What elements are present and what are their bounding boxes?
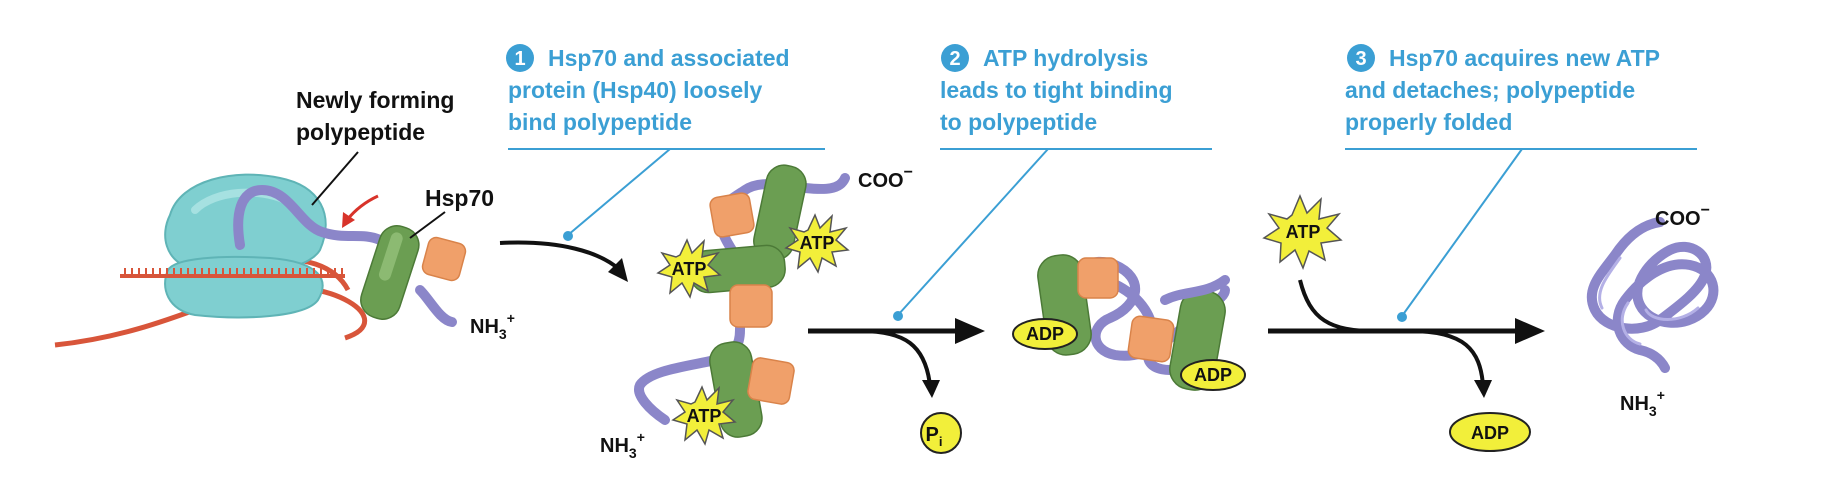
adp-ellipse-2-shape — [1180, 359, 1246, 391]
step-2-line-1: ATP hydrolysis — [983, 45, 1148, 71]
hsp70-initial: Hsp70 NH3+ — [360, 185, 515, 342]
step-1-line-1: Hsp70 and associated — [548, 45, 790, 71]
step-3-badge — [1347, 44, 1375, 72]
newly-forming-label-2: polypeptide — [296, 119, 425, 145]
arrow-3-head — [1515, 318, 1545, 344]
arrow-3-adp-head — [1474, 380, 1492, 398]
folded-chain — [1586, 217, 1719, 373]
step-2-line-2: leads to tight binding — [940, 77, 1173, 103]
arrow-2-branch-head — [922, 380, 940, 398]
step-1-line-3: bind polypeptide — [508, 109, 692, 135]
hsp40-step2-right — [1127, 315, 1175, 363]
arrow-2-head — [955, 318, 985, 344]
step-2-pointer — [897, 148, 1049, 316]
red-arrow-head — [342, 212, 355, 228]
adp-released-shape — [1449, 412, 1531, 452]
nascent-chain — [233, 185, 385, 250]
nh3-label-3: NH3+ — [1620, 387, 1665, 419]
adp-released: ADP — [1449, 412, 1531, 452]
red-arrow-shaft — [345, 194, 379, 221]
nascent-chain-tail — [415, 285, 457, 327]
atp-star-new: ATP — [1262, 194, 1343, 271]
step-2-badge — [941, 44, 969, 72]
nh3-label-2: NH3+ — [600, 429, 645, 461]
hsp40-step1-top — [709, 192, 755, 238]
hsp70-label: Hsp70 — [425, 185, 494, 211]
arrow-1-shaft — [499, 240, 622, 272]
step-2-line-3: to polypeptide — [940, 109, 1097, 135]
nh3-label-1: NH3+ — [470, 310, 515, 342]
pi-product: Pi — [920, 412, 962, 454]
step-1-header: 1 Hsp70 and associated protein (Hsp40) l… — [506, 44, 825, 241]
step-3-number: 3 — [1355, 48, 1366, 70]
adp-ellipse-1-shape — [1012, 318, 1078, 350]
pi-circle — [920, 412, 962, 454]
atp-label-1: ATP — [800, 233, 835, 253]
step-1-badge — [506, 44, 534, 72]
arrow-step-1 — [499, 240, 628, 282]
atp-star-3-shape — [671, 385, 737, 446]
atp-label-new: ATP — [1286, 222, 1321, 242]
pi-label: Pi — [926, 424, 943, 449]
adp-label-released: ADP — [1471, 423, 1509, 443]
atp-star-new-shape — [1262, 194, 1343, 271]
arrow-step-2: Pi — [808, 318, 985, 454]
step-2-number: 2 — [949, 48, 960, 70]
atp-star-1: ATP — [784, 213, 850, 274]
adp-ellipse-1: ADP — [1012, 318, 1078, 350]
step-3-pointer — [1401, 148, 1523, 317]
mrna-codon-ticks — [124, 268, 343, 276]
step-3-line-2: and detaches; polypeptide — [1345, 77, 1635, 103]
atp-star-1-shape — [784, 213, 850, 274]
arrow-2-branch — [859, 329, 932, 386]
folded-polypeptide: COO− NH3+ — [1586, 202, 1719, 419]
atp-star-2-shape — [656, 238, 722, 299]
arrow-3-atp-in — [1298, 279, 1376, 333]
step-2-chain-c — [1160, 275, 1230, 305]
arrow-3-adp-out — [1409, 329, 1485, 386]
step-1-pointer-dot — [563, 231, 573, 241]
step-1-complex: ATP ATP ATP COO− NH3+ — [600, 164, 913, 461]
arrow-step-3: ATP ADP — [1262, 194, 1545, 452]
step-1-pointer — [567, 148, 671, 236]
step-3-pointer-dot — [1397, 312, 1407, 322]
step-2-header: 2 ATP hydrolysis leads to tight binding … — [893, 44, 1212, 321]
newly-forming-polypeptide: Newly forming polypeptide — [233, 87, 457, 327]
atp-star-2: ATP — [656, 238, 722, 299]
step-2-complex: ADP ADP — [1012, 254, 1246, 391]
adp-ellipse-2: ADP — [1180, 359, 1246, 391]
newly-forming-label-1: Newly forming — [296, 87, 454, 113]
step-2-pointer-dot — [893, 311, 903, 321]
newly-forming-leader — [311, 151, 359, 206]
arrow-1-head — [608, 258, 628, 282]
hsp40-initial — [421, 236, 467, 282]
step-3-header: 3 Hsp70 acquires new ATP and detaches; p… — [1345, 44, 1697, 322]
ribosome-small-subunit — [164, 255, 324, 319]
adp-label-2: ADP — [1194, 365, 1232, 385]
coo-label-2: COO− — [1655, 202, 1710, 230]
ribosome — [54, 173, 368, 348]
hsp70-leader — [409, 211, 446, 239]
atp-label-2: ATP — [672, 259, 707, 279]
hsp40-step1-middle — [729, 284, 773, 328]
folded-chain-highlight — [1598, 256, 1700, 346]
step-3-line-3: properly folded — [1345, 109, 1512, 135]
hsp70-initial-highlight — [378, 232, 403, 281]
coo-label-1: COO− — [858, 164, 913, 192]
step-1-number: 1 — [514, 48, 525, 70]
atp-label-3: ATP — [687, 406, 722, 426]
step-3-line-1: Hsp70 acquires new ATP — [1389, 45, 1660, 71]
adp-label-1: ADP — [1026, 324, 1064, 344]
atp-star-3: ATP — [671, 385, 737, 446]
hsp40-step1-bottom — [747, 357, 795, 405]
hsp40-step2-left — [1077, 257, 1119, 299]
step-1-line-2: protein (Hsp40) loosely — [508, 77, 763, 103]
